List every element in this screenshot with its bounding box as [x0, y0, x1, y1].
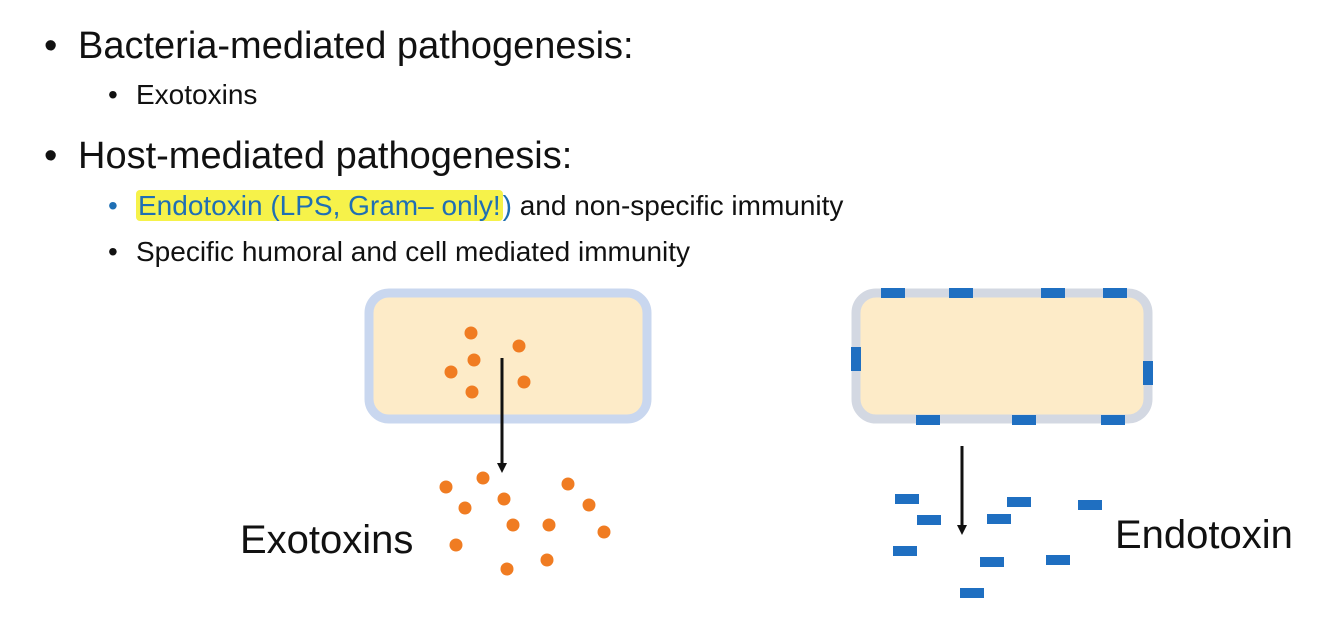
bullet-text: Host-mediated pathogenesis:	[78, 135, 573, 177]
highlighted-text: Endotoxin (LPS, Gram– only!	[136, 190, 503, 221]
lps-mark	[1101, 415, 1125, 425]
released-exotoxins	[439, 471, 611, 576]
bacterium-with-lps-icon	[851, 288, 1153, 424]
bullet-text: Specific humoral and cell mediated immun…	[136, 236, 691, 267]
exotoxin-particle-icon	[512, 339, 526, 353]
endotoxin-fragment-icon	[987, 514, 1011, 524]
released-endotoxin	[893, 494, 1102, 598]
exotoxin-particle-icon	[458, 501, 472, 515]
bullet-text: Bacteria-mediated pathogenesis:	[78, 25, 634, 67]
exotoxin-particle-icon	[465, 385, 479, 399]
exotoxin-particle-icon	[506, 518, 520, 532]
sub-bullet-endotoxin: • Endotoxin (LPS, Gram– only!) and non-sp…	[108, 189, 843, 223]
sub-bullet-exotoxins: • Exotoxins	[108, 78, 257, 112]
sub-bullet-specific-immunity: • Specific humoral and cell mediated immu…	[108, 235, 690, 269]
exotoxin-particle-icon	[540, 553, 554, 567]
exotoxin-particle-icon	[542, 518, 556, 532]
lps-mark	[1012, 415, 1036, 425]
lps-mark	[949, 288, 973, 298]
lps-mark	[881, 288, 905, 298]
lps-mark	[1143, 361, 1153, 385]
bullet-icon: •	[108, 190, 118, 221]
lps-mark	[916, 415, 940, 425]
endotoxin-fragment-icon	[1078, 500, 1102, 510]
bullet-host-mediated: • Host-mediated pathogenesis:	[44, 134, 572, 178]
bullet-bacteria-mediated: • Bacteria-mediated pathogenesis:	[44, 24, 634, 68]
bacterium-secreting-exotoxins-icon	[364, 288, 652, 424]
endotoxin-fragment-icon	[893, 546, 917, 556]
lps-membrane-marks	[851, 288, 1153, 425]
bullet-icon: •	[108, 236, 118, 267]
bullet-icon: •	[44, 25, 58, 67]
endotoxin-fragment-icon	[895, 494, 919, 504]
exotoxin-particle-icon	[439, 480, 453, 494]
bullet-text: and non-specific immunity	[511, 190, 844, 221]
endotoxin-fragment-icon	[1046, 555, 1070, 565]
endotoxin-fragment-icon	[917, 515, 941, 525]
bullet-icon: •	[44, 135, 58, 177]
lps-mark	[1103, 288, 1127, 298]
exotoxin-particle-icon	[497, 492, 511, 506]
lps-mark	[851, 347, 861, 371]
exotoxin-particle-icon	[467, 353, 481, 367]
exotoxin-particle-icon	[500, 562, 514, 576]
exotoxins-label: Exotoxins	[240, 518, 414, 562]
lps-mark	[1041, 288, 1065, 298]
exotoxin-particle-icon	[582, 498, 596, 512]
endotoxin-fragment-icon	[1007, 497, 1031, 507]
exotoxin-particle-icon	[597, 525, 611, 539]
exotoxin-particle-icon	[517, 375, 531, 389]
endotoxin-fragment-icon	[980, 557, 1004, 567]
endotoxin-label: Endotoxin	[1115, 513, 1293, 557]
exotoxin-particle-icon	[464, 326, 478, 340]
bullet-icon: •	[108, 79, 118, 110]
exotoxin-particle-icon	[561, 477, 575, 491]
exotoxin-particle-icon	[449, 538, 463, 552]
intracellular-exotoxins	[444, 326, 531, 399]
closing-paren: )	[502, 190, 512, 221]
exotoxin-particle-icon	[476, 471, 490, 485]
bullet-text: Exotoxins	[136, 79, 258, 110]
exotoxin-particle-icon	[444, 365, 458, 379]
endotoxin-fragment-icon	[960, 588, 984, 598]
